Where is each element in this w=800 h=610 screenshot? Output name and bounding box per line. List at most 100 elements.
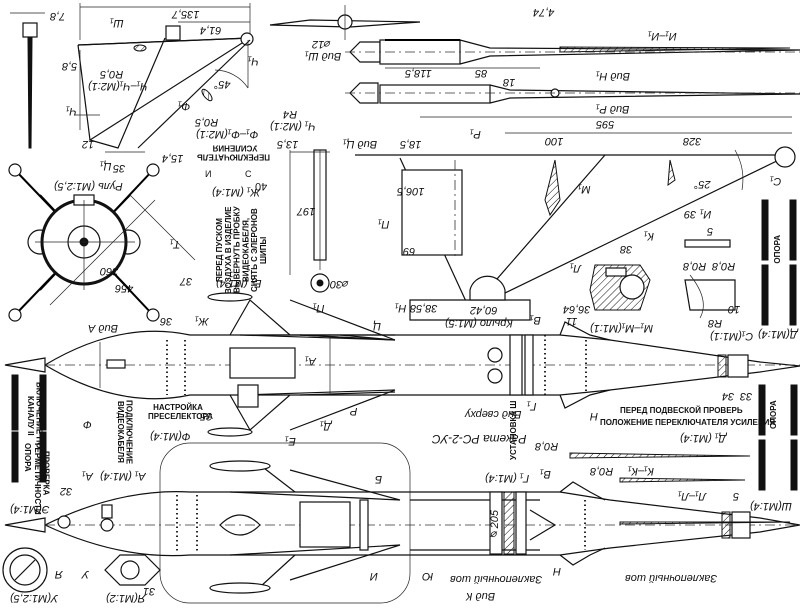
dim-85: 85 bbox=[475, 67, 488, 79]
label-i: И bbox=[370, 570, 378, 582]
radius-r0-5a: R0,5 bbox=[100, 68, 124, 80]
label-k1: К₁ bbox=[644, 230, 654, 242]
note-install: УСТАНОВКА Ш bbox=[509, 400, 518, 460]
label-a1: А₁ bbox=[305, 355, 316, 367]
note-channel2: ВКЛЮЧЕНИЕ ПО КАНАЛУ II bbox=[25, 382, 44, 449]
label-b: Б bbox=[375, 473, 383, 485]
part-32: 32 bbox=[60, 485, 73, 497]
note-preselector: НАСТРОЙКА ПРЕСЕЛЕКТОРА bbox=[148, 403, 213, 421]
radius-r4: R4 bbox=[283, 108, 298, 120]
label-g1: Г₁ bbox=[527, 400, 537, 412]
detail-u: У(М1:2,5) bbox=[10, 592, 58, 604]
dim-7-8: 7,8 bbox=[50, 10, 66, 22]
view-ts1-caption: Вид Ц₁ bbox=[343, 138, 378, 150]
label-ya: Я bbox=[55, 568, 63, 580]
label-u: У bbox=[82, 568, 90, 580]
label-yu: Ю bbox=[422, 570, 434, 582]
section-i1: И₁–И₁ bbox=[648, 30, 677, 42]
radius-r0-8c: R0,8 bbox=[535, 440, 559, 452]
dim-35: 35 bbox=[113, 162, 126, 174]
vertical-rod bbox=[289, 149, 330, 293]
detail-f: Ф(М1:4) bbox=[150, 430, 191, 442]
detail-g1: Г₁ (М1:4) bbox=[485, 472, 530, 484]
dim-phi205: ⌀205 bbox=[489, 510, 501, 542]
section-details bbox=[589, 239, 736, 319]
label-i1b: И₁ bbox=[700, 208, 712, 220]
note-support-3: ОПОРА bbox=[769, 400, 778, 430]
radius-r0-8a: R0,8 bbox=[683, 260, 707, 272]
dim-36-64: 36,64 bbox=[563, 303, 591, 315]
arrow-t1: Т₁ bbox=[170, 238, 181, 250]
dim-5b: 5 bbox=[733, 490, 740, 502]
dim-5: 5 bbox=[707, 225, 714, 237]
dim-10: 10 bbox=[728, 303, 741, 315]
label-n2: Н bbox=[553, 565, 561, 577]
dim-69: 69 bbox=[403, 245, 416, 257]
dim-60-42: 60,42 bbox=[470, 304, 498, 316]
label-s1: С₁ bbox=[770, 175, 782, 187]
section-f1: Ф₁–Ф₁(М2:1) bbox=[196, 128, 259, 140]
dim-15-4: 15,4 bbox=[162, 152, 184, 164]
section-l1l1: Л₁–Л₁ bbox=[678, 490, 707, 502]
dim-135-7: 135,7 bbox=[172, 8, 200, 20]
view-a-caption: Вид А bbox=[88, 322, 118, 334]
detail-d1: Д₁ (М1:4) bbox=[680, 432, 727, 444]
wing-side-view bbox=[355, 116, 796, 321]
section-k1k1: К₁–К₁ bbox=[628, 465, 655, 477]
detail-ch1: Ч₁ (М2:1) bbox=[270, 120, 316, 132]
note-before-hang: ПЕРЕД ПОДВЕСКОЙ ПРОВЕРЬ bbox=[620, 406, 743, 415]
view-sh1-arrow: Ш₁ bbox=[110, 17, 124, 29]
view-n1-caption: Вид Н₁ bbox=[596, 70, 631, 82]
label-ch1: Ч₁ bbox=[66, 105, 77, 117]
radius-r0-5b: R0,5 bbox=[195, 116, 219, 128]
note-gain-switch: ПЕРЕКЛЮЧАТЕЛЬ УСИЛЕНИЯ bbox=[197, 143, 270, 162]
dim-61-4: 61,4 bbox=[200, 24, 222, 36]
dim-118-5: 118,5 bbox=[405, 67, 432, 79]
dim-13-5: 13,5 bbox=[277, 138, 299, 150]
section-m1: М₁–М₁(М1:1) bbox=[590, 322, 654, 334]
label-zh1: Ж₁ bbox=[195, 315, 209, 327]
dim-4-74: 4,74 bbox=[533, 6, 555, 18]
radius-r0-8d: R0,8 bbox=[590, 465, 614, 477]
label-a1b: А₁ bbox=[82, 470, 93, 482]
note-switch-pos: ПОЛОЖЕНИЕ ПЕРЕКЛЮЧАТЕЛЯ УСИЛЕНИЯ bbox=[600, 418, 776, 427]
view-k-caption: Вид К bbox=[466, 590, 496, 602]
arrow-r1: Р₁ bbox=[470, 128, 481, 140]
control-rod-views bbox=[269, 5, 800, 104]
dim-360: 360 bbox=[100, 265, 119, 277]
fin-profile bbox=[10, 12, 45, 149]
detail-s1: С₁(М1:1) bbox=[710, 330, 754, 342]
detail-sh: Ш(М1:4) bbox=[750, 500, 792, 512]
part-36: 36 bbox=[160, 315, 173, 327]
dim-456: 456 bbox=[115, 282, 134, 294]
dim-38-58: 38,58 bbox=[410, 302, 438, 314]
dim-12: 12 bbox=[82, 138, 95, 150]
detail-e: Э(М1:4) bbox=[10, 503, 50, 515]
note-support-2: ОПОРА bbox=[22, 443, 32, 472]
arrow-ts1: Ц₁ bbox=[100, 160, 112, 172]
label-ts: Ц bbox=[373, 320, 381, 332]
part-39: 39 bbox=[684, 208, 697, 220]
section-ch1: Ч₁–Ч₁(М2:1) bbox=[88, 80, 148, 92]
label-seam-1: Заклепочный шов bbox=[450, 573, 543, 585]
label-r: Р bbox=[350, 405, 358, 417]
note-video-cable: ПОДКЛЮЧЕНИЕ ВИДЕОКАБЕЛЯ bbox=[115, 399, 134, 465]
detail-zh1: Ж₁ (М1:4) bbox=[212, 186, 261, 198]
arrow-p1: П₁ bbox=[378, 218, 390, 230]
dim-18-5: 18,5 bbox=[400, 138, 422, 150]
label-l1: Л₁ bbox=[570, 262, 582, 274]
label-v1: В₁ bbox=[530, 314, 541, 326]
label-f: Ф bbox=[83, 418, 92, 430]
dim-18: 18 bbox=[503, 76, 516, 88]
rocket-side-view bbox=[4, 442, 800, 604]
part-38: 38 bbox=[620, 243, 633, 255]
label-wing: Крыло (М1:5) bbox=[445, 317, 513, 329]
part-33: 33 bbox=[740, 390, 753, 402]
note-seal-check: ПРОВЕРКА ГЕРМЕТИЧНОСТИ bbox=[32, 443, 51, 515]
label-f1: Ф₁ bbox=[178, 100, 191, 112]
dim-106-5: 106,5 bbox=[397, 185, 425, 197]
detail-a1: А₁ (М1:4) bbox=[100, 470, 146, 482]
part-35: 35 bbox=[200, 410, 213, 422]
detail-e1: Е₁ (М1:4) bbox=[216, 277, 262, 289]
